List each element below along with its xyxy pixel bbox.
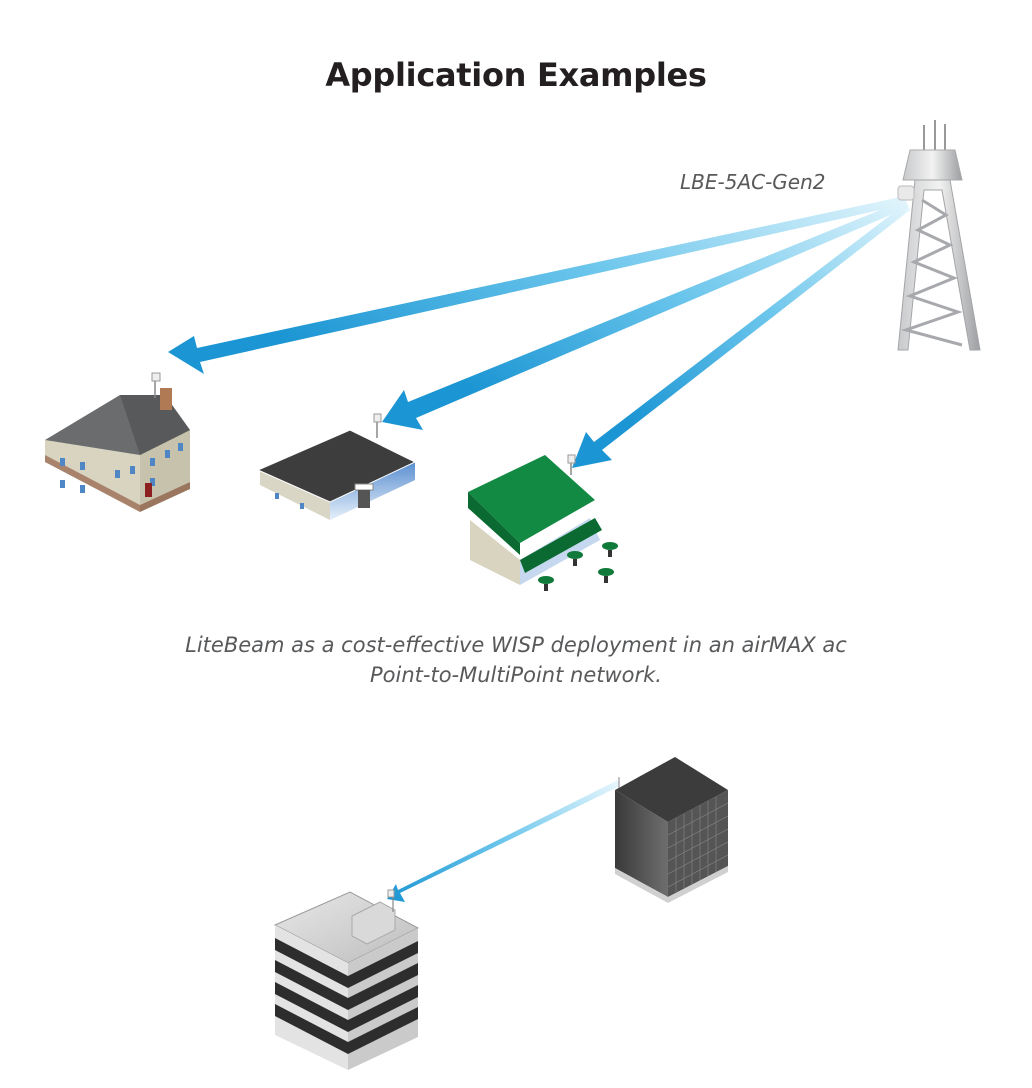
cafe-icon [468, 454, 618, 591]
beam-to-office [382, 200, 909, 430]
high-rise-building-icon [273, 889, 420, 1070]
house-icon [45, 372, 190, 512]
tower-icon [897, 120, 981, 351]
beam-ptp [387, 780, 620, 902]
caption-line-2: Point-to-MultiPoint network. [370, 663, 662, 687]
device-label: LBE-5AC-Gen2 [680, 170, 826, 194]
office-icon [256, 413, 417, 520]
ptmp-caption: LiteBeam as a cost-effective WISP deploy… [0, 630, 1032, 690]
beam-to-cafe [572, 204, 910, 468]
dark-building-icon [615, 757, 729, 903]
caption-line-1: LiteBeam as a cost-effective WISP deploy… [185, 633, 847, 657]
page-title: Application Examples [325, 56, 707, 94]
beam-to-house [168, 196, 907, 374]
